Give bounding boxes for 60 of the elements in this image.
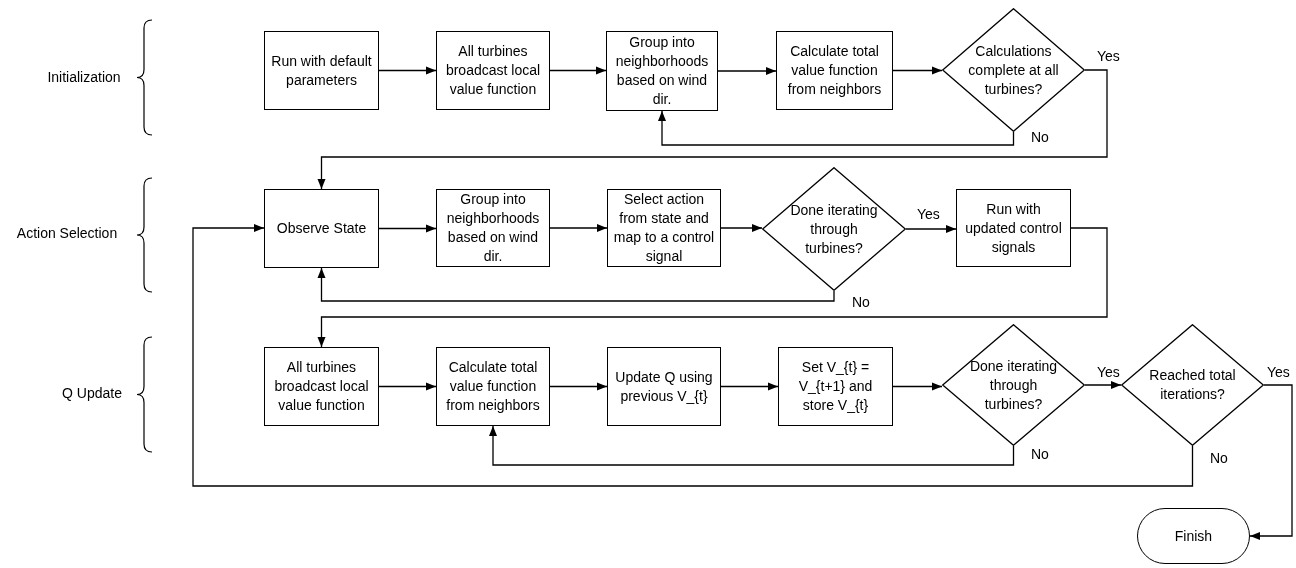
edge-label: No (851, 294, 871, 310)
arrow (317, 227, 1108, 348)
process-box (436, 31, 550, 110)
step-text: Calculate total value function from neighbors (786, 42, 883, 99)
decision-text: Reached total iterations? (1148, 366, 1237, 404)
arrow (317, 69, 1108, 190)
process-box (776, 31, 893, 110)
process-box (264, 189, 379, 268)
arrow (892, 66, 943, 75)
arrow (378, 224, 437, 233)
process-box (264, 347, 379, 426)
edge-label: No (1030, 446, 1050, 462)
arrow (658, 110, 1015, 146)
process-box (606, 31, 718, 111)
step-text: Run with updated control signals (964, 199, 1063, 257)
process-box (436, 347, 550, 426)
decision-text: Done iterating through turbines? (968, 356, 1059, 414)
arrow (378, 382, 437, 391)
decision-text: Calculations complete at all turbines? (967, 41, 1060, 99)
step-text: Finish (1174, 526, 1213, 546)
step-text: Update Q using previous V_{t} (614, 367, 714, 406)
arrow (720, 224, 763, 232)
step-text: Observe State (276, 219, 367, 238)
process-box (956, 189, 1071, 267)
arrow (720, 382, 779, 391)
arrow (1249, 384, 1293, 540)
arrow (1084, 381, 1122, 389)
step-text: Select action from state and map to a control signal (612, 190, 716, 266)
arrow (192, 224, 1194, 487)
process-box (436, 189, 550, 267)
edge-label: No (1209, 450, 1229, 466)
phase-label: Initialization (47, 67, 121, 87)
edge-label: Yes (916, 206, 941, 222)
arrow (717, 67, 777, 75)
arrow (378, 66, 437, 75)
process-box (778, 347, 893, 426)
arrow (905, 225, 957, 233)
process-box (264, 31, 379, 110)
step-text: All turbines broadcast local value function (273, 358, 370, 415)
phase-label: Q Update (62, 383, 122, 403)
edge-label: Yes (1096, 48, 1121, 64)
arrow (549, 224, 608, 232)
arrow (489, 425, 1015, 466)
step-text: Group into neighborhoods based on wind dir. (445, 190, 541, 266)
arrow (317, 267, 835, 302)
step-text: Set V_{t} = V_{t+1} and store V_{t} (797, 358, 874, 415)
step-text: Calculate total value function from neighbors (445, 358, 541, 415)
arrow (549, 382, 608, 391)
phase-label: Action Selection (16, 223, 118, 243)
edge-label: Yes (1266, 364, 1291, 380)
terminal-pill (1137, 508, 1250, 564)
step-text: All turbines broadcast local value function (444, 42, 542, 99)
process-box (607, 347, 721, 426)
step-text: Run with default parameters (270, 51, 373, 90)
arrow (549, 66, 607, 75)
edge-label: No (1030, 129, 1050, 145)
edge-label: Yes (1096, 364, 1121, 380)
decision-text: Done iterating through turbines? (789, 200, 879, 258)
arrow (892, 382, 943, 391)
step-text: Group into neighborhoods based on wind dir. (614, 33, 710, 109)
